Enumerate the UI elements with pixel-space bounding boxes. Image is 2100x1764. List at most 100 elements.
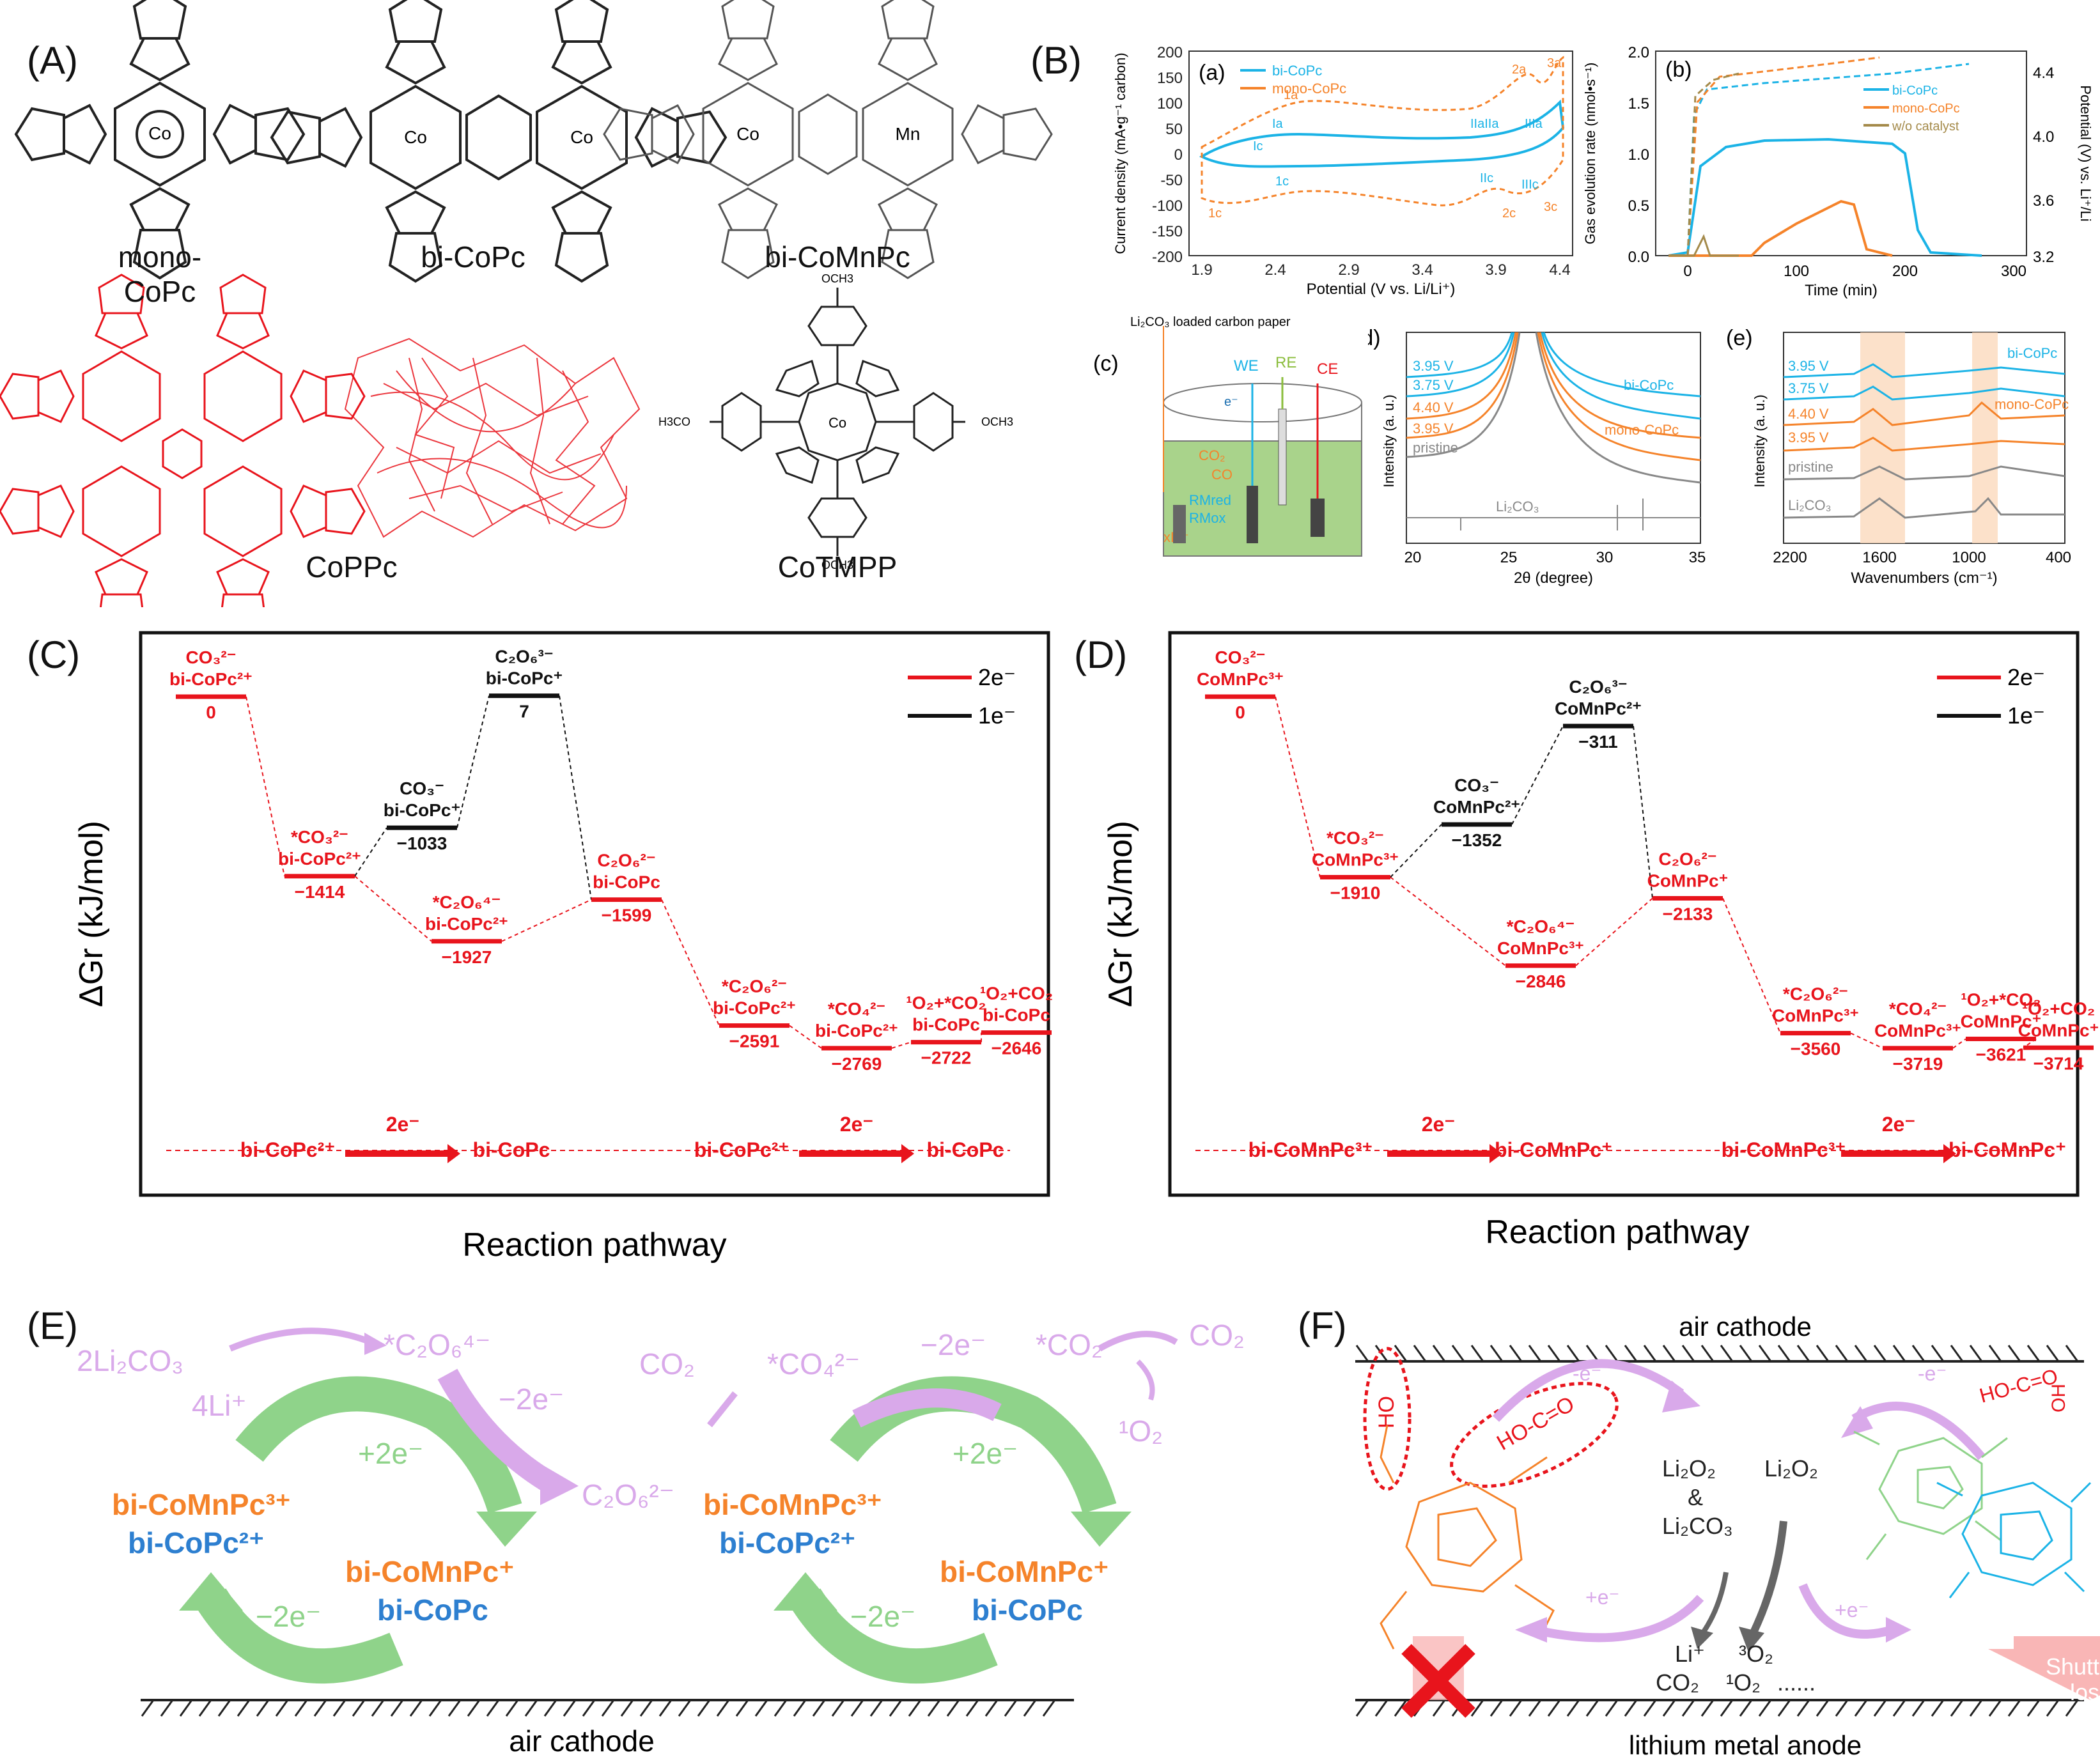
e-green-arc-4 <box>790 1588 998 1684</box>
e-hatch-mark <box>179 1699 193 1717</box>
c-connector <box>456 695 490 828</box>
f-hatch-top-mark <box>1566 1345 1580 1362</box>
f-hatch-bottom-mark <box>1931 1699 1945 1717</box>
cv-peak-ic: Ic <box>1253 139 1263 153</box>
xrd-curve-label-6: Li₂CO₃ <box>1496 499 1539 514</box>
d-level-text-6-2: −3560 <box>1791 1039 1841 1058</box>
cv-legend-monocopc: mono-CoPc <box>1272 81 1346 97</box>
e-reactant: 2Li₂CO₃ <box>77 1344 183 1377</box>
f-hatch-top-mark <box>1835 1345 1849 1362</box>
xrd-xtick: 30 <box>1596 549 1614 566</box>
e-hatch-mark <box>294 1699 308 1717</box>
c-level-text-1-0: *CO₃²⁻ <box>291 827 348 847</box>
gas-ytick: 1.5 <box>1628 95 1649 112</box>
f-li2o2b: Li₂O₂ <box>1764 1455 1818 1482</box>
ftir-curve-4 <box>1783 437 2065 452</box>
e-co4: *CO₄²⁻ <box>767 1347 860 1381</box>
ftir-curve-label-3: 4.40 V <box>1788 406 1829 422</box>
ftir-curve-6 <box>1783 497 2065 519</box>
gas-potential-monocopc <box>1686 56 1880 256</box>
c-level-text-8-0: ¹O₂+*CO₂ <box>906 993 986 1013</box>
e-hatch-mark <box>447 1699 462 1717</box>
cv-label: (a) <box>1199 61 1225 85</box>
f-ho-label: HO <box>1374 1396 1399 1428</box>
e-oxA-1: bi-CoMnPc³⁺ <box>112 1488 291 1521</box>
c-levels: CO₃²⁻bi-CoPc²⁺0*CO₃²⁻bi-CoPc²⁺−1414CO₃⁻b… <box>169 647 1053 1074</box>
gas-y2tick: 3.2 <box>2033 249 2054 266</box>
d-level-text-1-0: *CO₃²⁻ <box>1326 828 1384 847</box>
e-hatch-mark <box>198 1699 212 1717</box>
f-o2s: ¹O₂ <box>1726 1669 1761 1696</box>
f-e-2: -e⁻ <box>1918 1362 1947 1385</box>
cv-curve-bicopc <box>1199 99 1565 168</box>
e-hatch-mark <box>524 1699 538 1717</box>
d-level-text-1-2: −1910 <box>1330 883 1381 902</box>
f-hatch-bottom-mark <box>1969 1699 1983 1717</box>
f-hatch-bottom-mark <box>1892 1699 1906 1717</box>
d-level-text-4-1: CoMnPc³⁺ <box>1497 938 1584 958</box>
f-hatch-top-mark <box>1355 1345 1369 1362</box>
e-cathode: air cathode <box>509 1724 655 1758</box>
e-hatch-mark <box>774 1699 788 1717</box>
f-hatch-bottom-mark <box>1624 1699 1638 1717</box>
gas-ytick: 0.0 <box>1628 249 1649 266</box>
cotmpp-och3-right: OCH3 <box>981 415 1013 428</box>
d-level-text-9-0: ¹O₂+CO₂ <box>2022 998 2095 1018</box>
d-legend-2e: 2e⁻ <box>2007 664 2045 690</box>
panel-b-d-xrd-plot: (d) Intensity (a. u.) 20 25 30 35 2θ (de… <box>1368 326 1706 587</box>
f-hatch-bottom-mark <box>1854 1699 1868 1717</box>
gas-curve-wocatalyst <box>1668 234 1739 257</box>
d-ylabel: ΔGr (kJ/mol) <box>1106 821 1139 1007</box>
d-level-text-4-2: −2846 <box>1516 971 1566 991</box>
d-legend-1e: 1e⁻ <box>2007 702 2045 729</box>
xrd-curve-2 <box>1406 332 1701 420</box>
we-label: WE <box>1234 357 1259 375</box>
d-connector <box>1850 1032 1883 1049</box>
d-connector <box>1633 725 1653 899</box>
c-level-text-2-1: bi-CoPc⁺ <box>384 800 461 820</box>
f-hatch-bottom-mark <box>1835 1699 1849 1717</box>
e-hatch-mark <box>965 1699 979 1717</box>
cv-peak-1c-left: 1c <box>1208 206 1222 220</box>
panel-b-b-gas-plot: 2.0 1.5 1.0 0.5 0.0 4.4 4.0 3.6 3.2 0 10… <box>1582 44 2094 299</box>
f-hatch-bottom-mark <box>1547 1699 1561 1717</box>
xrd-curve-5 <box>1406 332 1701 484</box>
f-hatch-bottom-mark <box>1394 1699 1408 1717</box>
e-hatch-mark <box>793 1699 807 1717</box>
e-hatch-mark <box>601 1699 615 1717</box>
cv-ytick: 50 <box>1165 121 1183 138</box>
e-hatch-mark <box>639 1699 653 1717</box>
c-level-text-8-2: −2722 <box>921 1048 972 1068</box>
f-hatch-bottom-mark <box>1700 1699 1715 1717</box>
co2-label: CO₂ <box>1199 447 1225 463</box>
e-hatch-mark <box>1004 1699 1018 1717</box>
f-hatch-top-mark <box>1739 1345 1753 1362</box>
cv-peak-iiia: IIIa <box>1525 117 1543 131</box>
ftir-curve-label-4: 3.95 V <box>1788 429 1829 445</box>
e-redB-1: bi-CoPc <box>377 1593 488 1627</box>
xrd-ylabel: Intensity (a. u.) <box>1381 394 1397 488</box>
cv-peak-2a: 2a <box>1512 63 1527 77</box>
ftir-series-bicopc: bi-CoPc <box>2007 345 2057 361</box>
c-connector <box>661 899 720 1026</box>
f-hatch-top-mark <box>2046 1345 2060 1362</box>
cv-peak-2c: 2c <box>1502 206 1516 220</box>
d-level-text-7-0: *CO₄²⁻ <box>1889 999 1947 1019</box>
e-c2o6: C₂O₆²⁻ <box>582 1478 674 1512</box>
f-hatch-bottom-mark <box>1796 1699 1810 1717</box>
e-hatch-mark <box>141 1699 155 1717</box>
xrd-curve-label-3: 4.40 V <box>1413 399 1454 415</box>
e-redA-2: bi-CoMnPc⁺ <box>940 1555 1108 1588</box>
panel-a-structures: Co Co Co <box>0 0 1053 607</box>
d-level-text-3-2: −311 <box>1578 732 1618 752</box>
cotmpp-och3-bottom: OCH3 <box>821 559 853 571</box>
f-hatch-bottom-mark <box>1489 1699 1504 1717</box>
label-mono-copc: mono-CoPc <box>118 240 202 308</box>
f-hatch-bottom-mark <box>1873 1699 1887 1717</box>
c-connector <box>501 899 592 942</box>
d-connector <box>1275 696 1321 878</box>
e-plus2e-1: +2e⁻ <box>358 1437 423 1470</box>
c-level-text-6-0: *C₂O₆²⁻ <box>722 977 787 996</box>
label-bi-comnpc: bi-CoMnPc <box>765 240 910 274</box>
cv-ylabel: Current density (mA•g⁻¹ carbon) <box>1112 52 1128 254</box>
